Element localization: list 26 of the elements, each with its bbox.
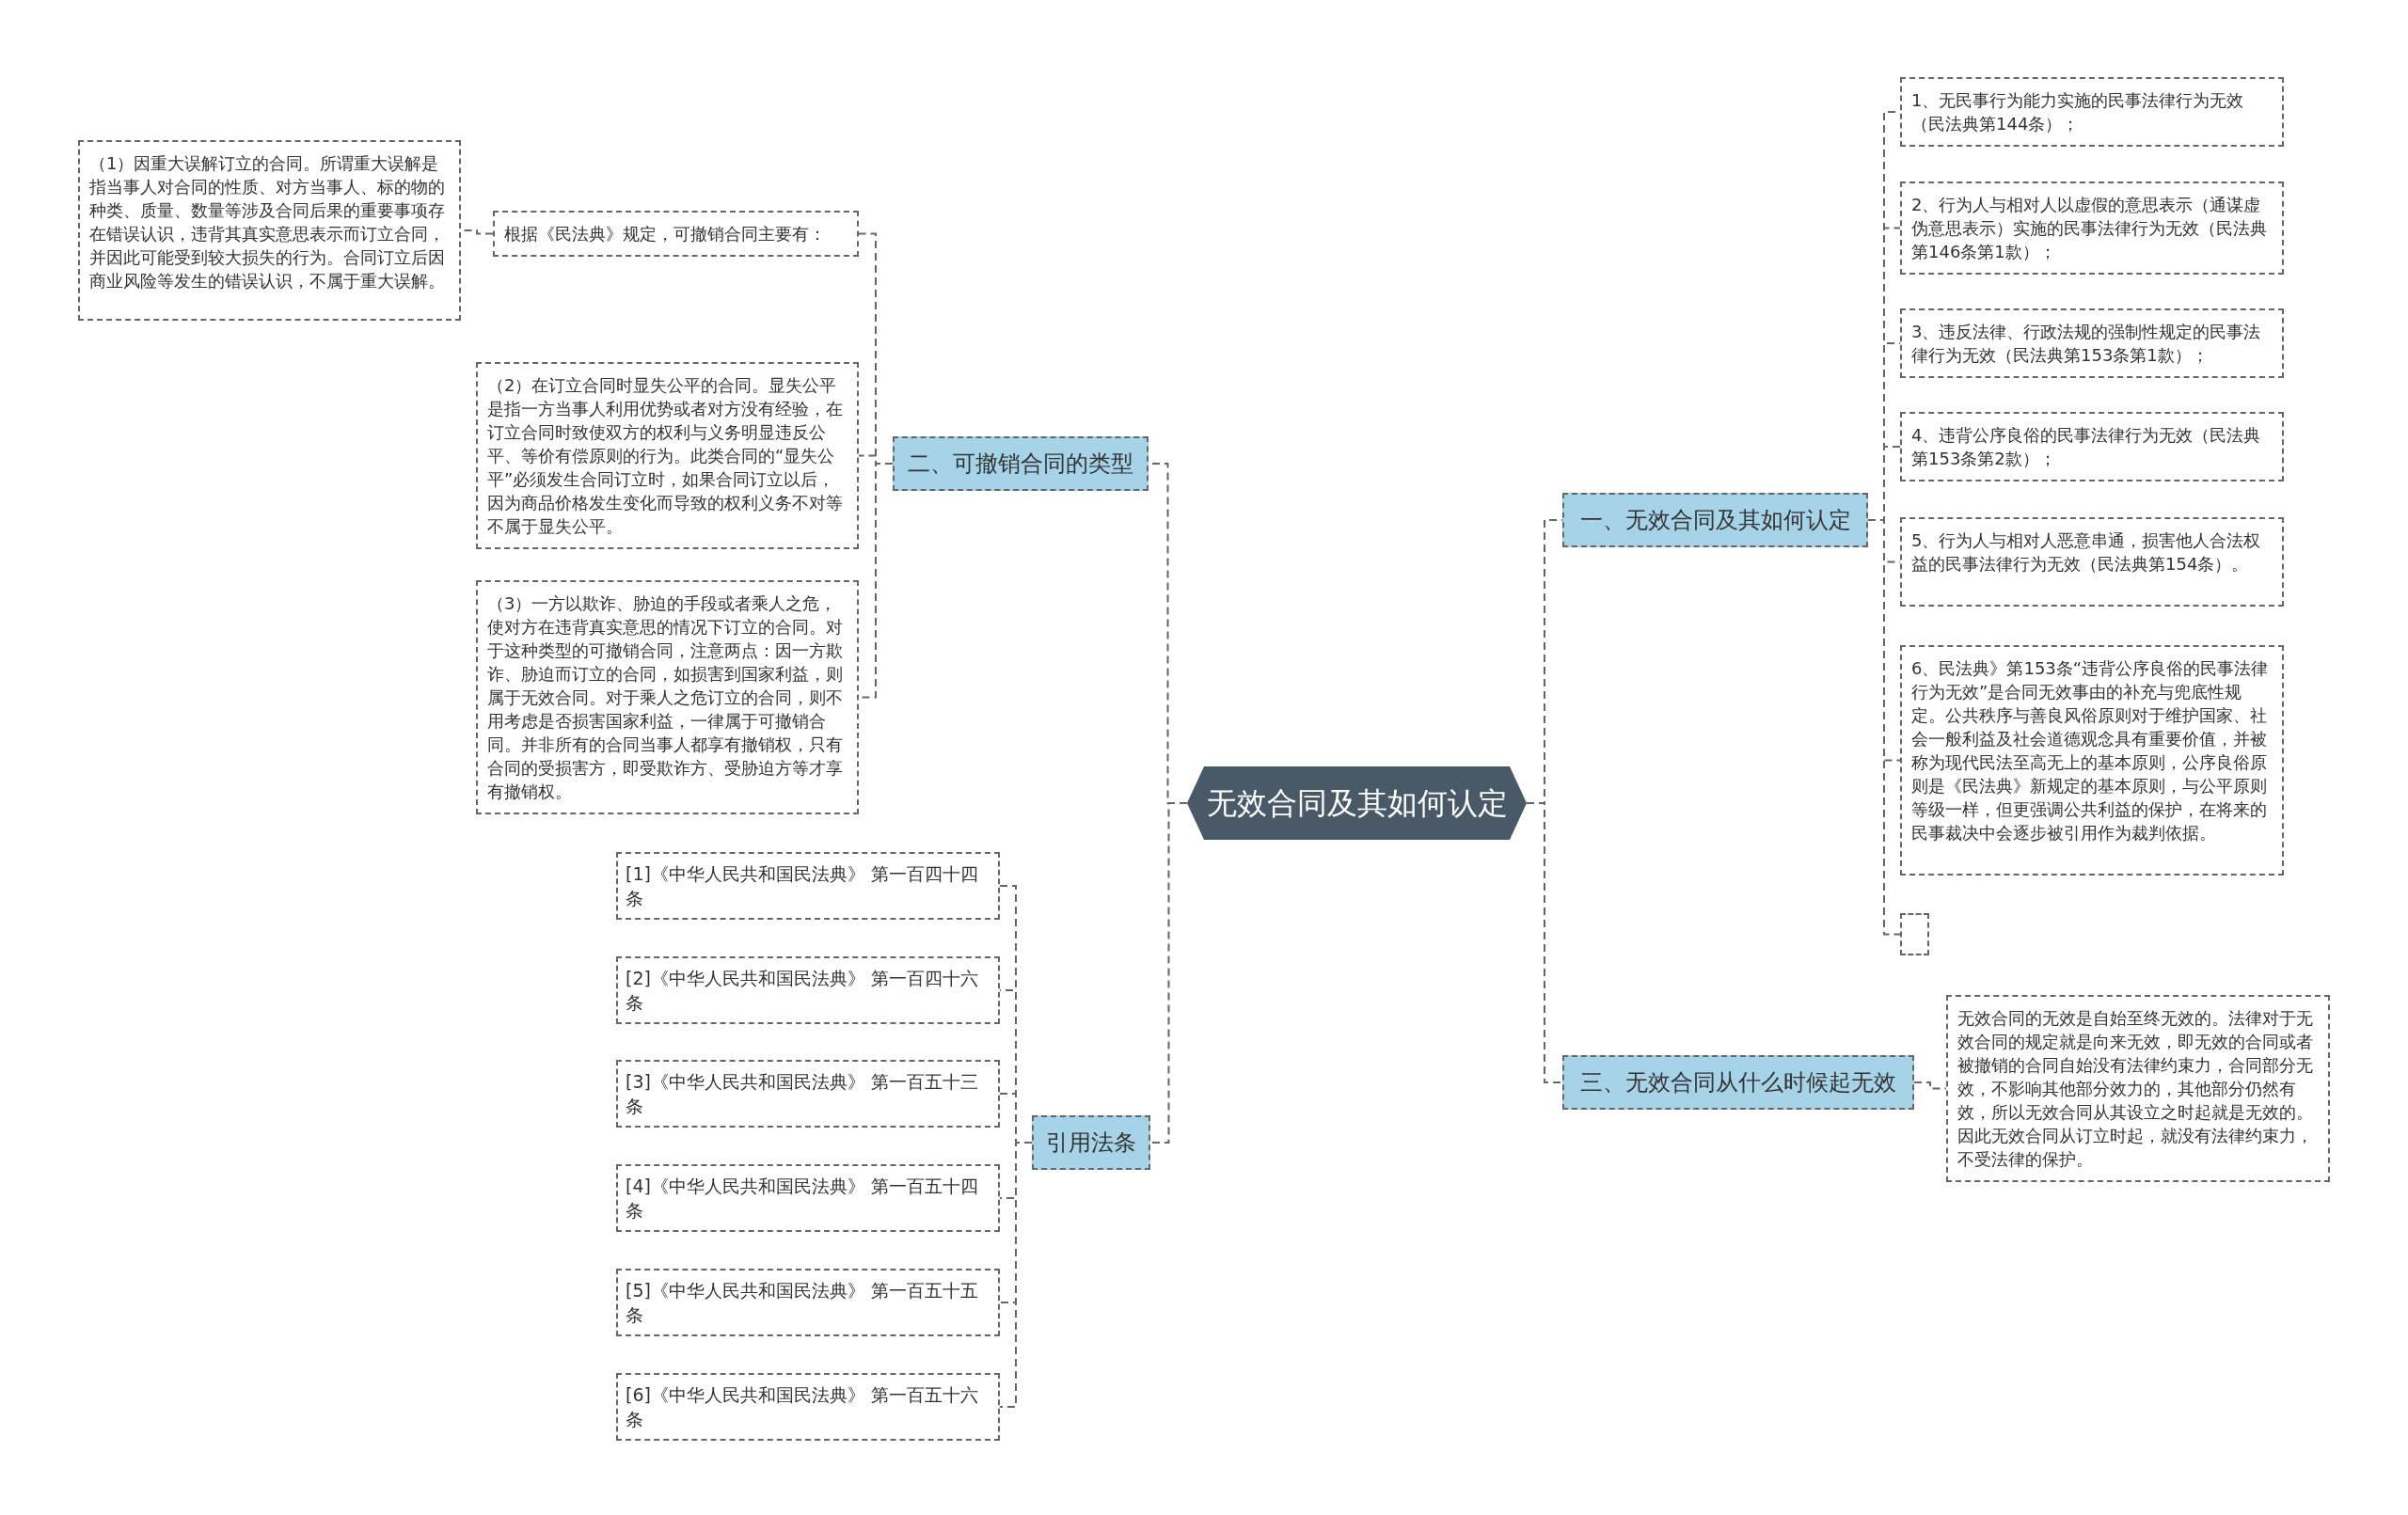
citation-box: [6]《中华人民共和国民法典》 第一百五十六条 bbox=[616, 1373, 1000, 1441]
citation-box: [3]《中华人民共和国民法典》 第一百五十三条 bbox=[616, 1060, 1000, 1128]
text-box: （2）在订立合同时显失公平的合同。显失公平是指一方当事人利用优势或者对方没有经验，在订立合同时致使双方的权利与义务明显违反公平、等价有偿原则的行为。此类合同的“显失公平”必须发生合同订立时，如果合同订立以后，因为商品价格发生变化而导致的权利义务不对等不属于显失公平。 bbox=[476, 362, 859, 549]
text-box: 4、违背公序良俗的民事法律行为无效（民法典第153条第2款）； bbox=[1900, 412, 2284, 481]
text-box: 1、无民事行为能力实施的民事法律行为无效（民法典第144条）； bbox=[1900, 77, 2284, 147]
connector-line bbox=[1526, 802, 1563, 1083]
topic-box: 三、无效合同从什么时候起无效 bbox=[1562, 1055, 1914, 1110]
citation-box: [1]《中华人民共和国民法典》 第一百四十四条 bbox=[616, 852, 1000, 920]
empty-box bbox=[1900, 913, 1929, 955]
topic-box: 引用法条 bbox=[1032, 1115, 1150, 1170]
text-box: 6、民法典》第153条“违背公序良俗的民事法律行为无效”是合同无效事由的补充与兜底性规定。公共秩序与善良风俗原则对于维护国家、社会一般利益及社会道德观念具有重要价值，并被称为现代民法至高无上的基本原则，公序良俗原则是《民法典》新规定的基本原则，与公平原则等级一样，但更强调公共利益的保护，在将来的民事裁决中会逐步被引用作为裁判依据。 bbox=[1900, 645, 2284, 876]
topic-box: 二、可撤销合同的类型 bbox=[893, 436, 1149, 491]
text-box: （1）因重大误解订立的合同。所谓重大误解是指当事人对合同的性质、对方当事人、标的物的种类、质量、数量等涉及合同后果的重要事项存在错误认识，违背其真实意思表示而订立合同，并因此可能受到较大损失的行为。合同订立后因商业风险等发生的错误认识，不属于重大误解。 bbox=[78, 140, 461, 321]
text-box: 3、违反法律、行政法规的强制性规定的民事法律行为无效（民法典第153条第1款）； bbox=[1900, 308, 2284, 378]
connector-line bbox=[1913, 1081, 1947, 1090]
text-box: 5、行为人与相对人恶意串通，损害他人合法权益的民事法律行为无效（民法典第154条）。 bbox=[1900, 517, 2284, 607]
text-box: （3）一方以欺诈、胁迫的手段或者乘人之危，使对方在违背真实意思的情况下订立的合同。对于这种类型的可撤销合同，注意两点：因一方欺诈、胁迫而订立的合同，如损害到国家利益，则属于无效合同。对于乘人之危订立的合同，则不用考虑是否损害国家利益，一律属于可撤销合同。并非所有的合同当事人都享有撤销权，只有合同的受损害方，即受欺诈方、受胁迫方等才享有撤销权。 bbox=[476, 580, 859, 814]
text-box: 2、行为人与相对人以虚假的意思表示（通谋虚伪意思表示）实施的民事法律行为无效（民法典第146条第1款）； bbox=[1900, 181, 2284, 275]
text-box: 无效合同的无效是自始至终无效的。法律对于无效合同的规定就是向来无效，即无效的合同或者被撤销的合同自始没有法律约束力，合同部分无效，不影响其他部分效力的，其他部分仍然有效，所以无效合同从其设立之时起就是无效的。因此无效合同从订立时起，就没有法律约束力，不受法律的保护。 bbox=[1946, 995, 2330, 1182]
citation-box: [4]《中华人民共和国民法典》 第一百五十四条 bbox=[616, 1164, 1000, 1232]
central-topic-hexagon: 无效合同及其如何认定 bbox=[1187, 766, 1527, 840]
text-box: 根据《民法典》规定，可撤销合同主要有： bbox=[493, 211, 859, 257]
connector-line bbox=[999, 1142, 1033, 1408]
citation-box: [2]《中华人民共和国民法典》 第一百四十六条 bbox=[616, 956, 1000, 1024]
topic-box: 一、无效合同及其如何认定 bbox=[1562, 493, 1868, 547]
citation-box: [5]《中华人民共和国民法典》 第一百五十五条 bbox=[616, 1269, 1000, 1336]
